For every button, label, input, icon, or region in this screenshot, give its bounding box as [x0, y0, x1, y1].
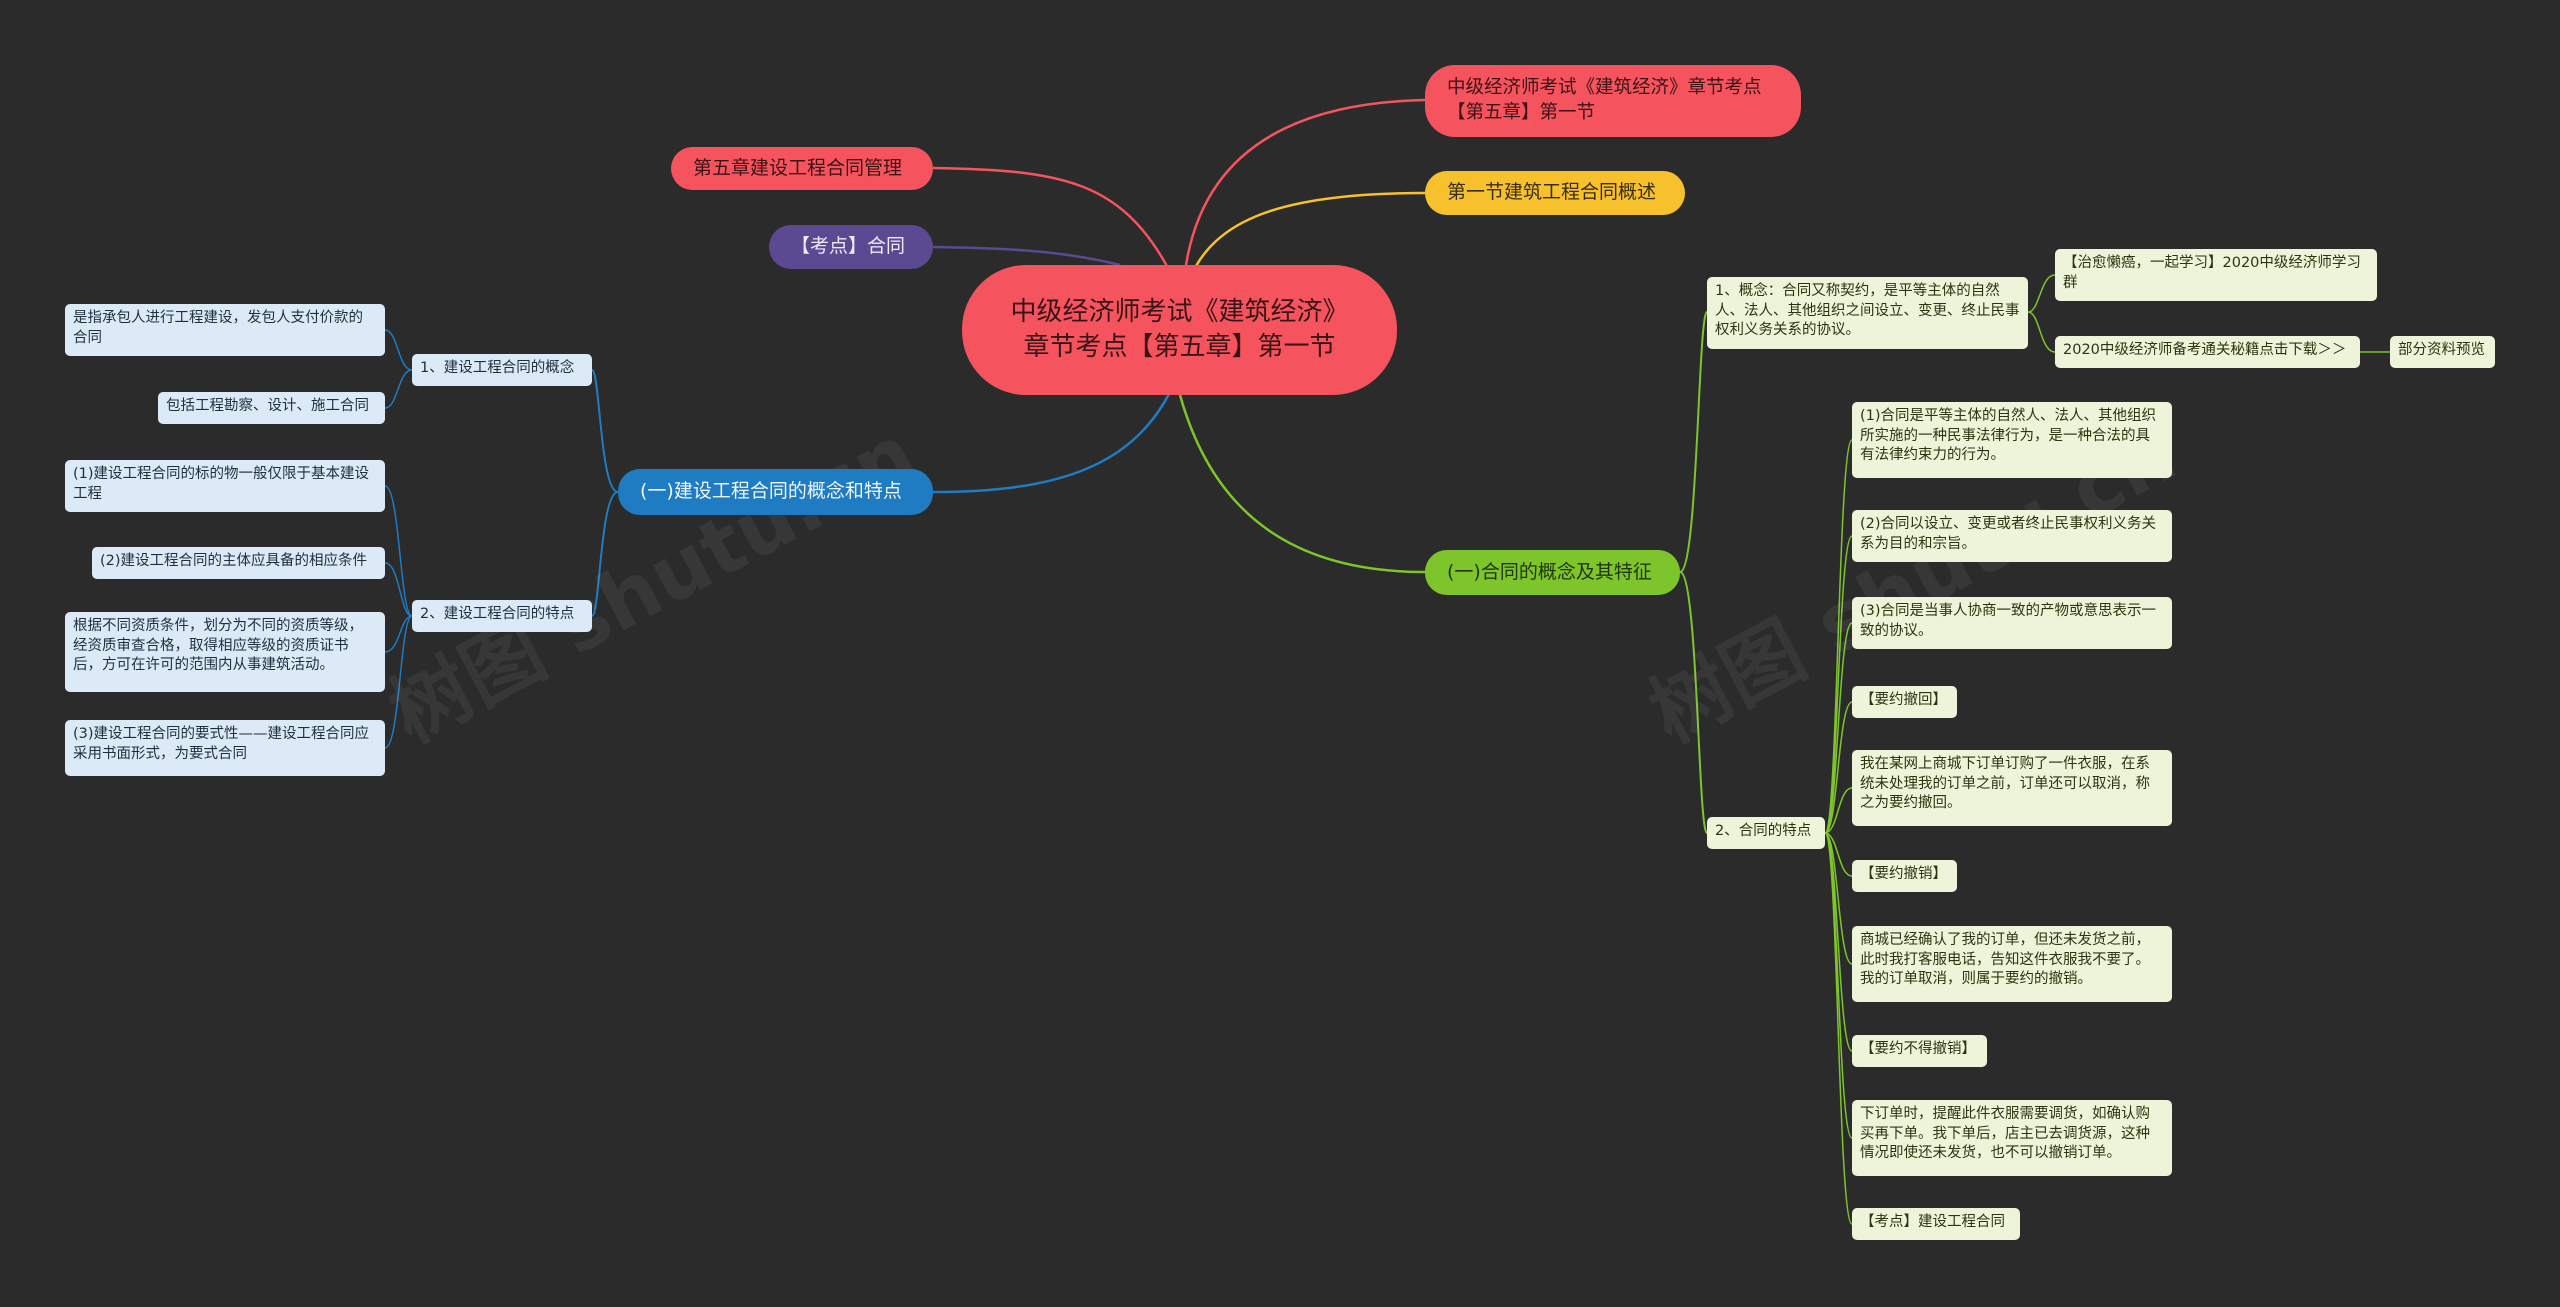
left-branch-node[interactable]: (一)建设工程合同的概念和特点 — [618, 469, 933, 515]
left-features-label: 2、建设工程合同的特点 — [420, 606, 575, 622]
left-features-node[interactable]: 2、建设工程合同的特点 — [412, 600, 592, 632]
left-concept-item-2[interactable]: 包括工程勘察、设计、施工合同 — [158, 392, 385, 424]
left-branch-label: (一)建设工程合同的概念和特点 — [640, 480, 902, 503]
left-feature-item-3-text: 根据不同资质条件，划分为不同的资质等级，经资质审查合格，取得相应等级的资质证书后… — [73, 618, 363, 674]
right-feature-item-8-text: 【要约不得撤销】 — [1860, 1041, 1976, 1057]
root-node-label: 中级经济师考试《建筑经济》章节考点【第五章】第一节 — [1010, 296, 1349, 362]
preview-node-text: 部分资料预览 — [2398, 342, 2485, 358]
link-root-right — [1178, 394, 1426, 574]
left-feature-item-2[interactable]: (2)建设工程合同的主体应具备的相应条件 — [92, 547, 385, 579]
link-features-items-right — [1824, 439, 1853, 1225]
right-branch-node[interactable]: (一)合同的概念及其特征 — [1425, 550, 1680, 595]
link-features-items — [384, 485, 413, 749]
right-feature-item-7-text: 商城已经确认了我的订单，但还未发货之前，此时我打客服电话，告知这件衣服我不要了。… — [1860, 932, 2150, 988]
left-feature-item-4[interactable]: (3)建设工程合同的要式性——建设工程合同应采用书面形式，为要式合同 — [65, 720, 385, 776]
left-feature-item-2-text: (2)建设工程合同的主体应具备的相应条件 — [100, 553, 368, 569]
kaodian-node-label: 【考点】合同 — [791, 235, 906, 258]
right-feature-item-3[interactable]: (3)合同是当事人协商一致的产物或意思表示一致的协议。 — [1852, 597, 2172, 649]
right-concept-node[interactable]: 1、概念：合同又称契约，是平等主体的自然人、法人、其他组织之间设立、变更、终止民… — [1707, 277, 2028, 349]
left-concept-item-1-text: 是指承包人进行工程建设，发包人支付价款的合同 — [73, 310, 363, 346]
title-node-label: 中级经济师考试《建筑经济》章节考点【第五章】第一节 — [1447, 77, 1762, 123]
chapter-node[interactable]: 第五章建设工程合同管理 — [671, 147, 933, 190]
left-concept-item-1[interactable]: 是指承包人进行工程建设，发包人支付价款的合同 — [65, 304, 385, 356]
right-features-label: 2、合同的特点 — [1715, 823, 1812, 839]
right-feature-item-5[interactable]: 我在某网上商城下订单订购了一件衣服，在系统未处理我的订单之前，订单还可以取消，称… — [1852, 750, 2172, 826]
section-node-label: 第一节建筑工程合同概述 — [1447, 181, 1657, 204]
right-feature-item-2-text: (2)合同以设立、变更或者终止民事权利义务关系为目的和宗旨。 — [1860, 516, 2157, 552]
right-feature-item-6-text: 【要约撤销】 — [1860, 866, 1947, 882]
right-feature-item-1-text: (1)合同是平等主体的自然人、法人、其他组织所实施的一种民事法律行为，是一种合法… — [1860, 408, 2157, 464]
title-node[interactable]: 中级经济师考试《建筑经济》章节考点【第五章】第一节 — [1425, 65, 1801, 137]
preview-node[interactable]: 部分资料预览 — [2390, 336, 2495, 368]
right-feature-item-6[interactable]: 【要约撤销】 — [1852, 860, 1957, 892]
right-branch-label: (一)合同的概念及其特征 — [1447, 560, 1652, 583]
right-feature-item-7[interactable]: 商城已经确认了我的订单，但还未发货之前，此时我打客服电话，告知这件衣服我不要了。… — [1852, 926, 2172, 1002]
right-feature-item-5-text: 我在某网上商城下订单订购了一件衣服，在系统未处理我的订单之前，订单还可以取消，称… — [1860, 756, 2150, 812]
left-feature-item-3[interactable]: 根据不同资质条件，划分为不同的资质等级，经资质审查合格，取得相应等级的资质证书后… — [65, 612, 385, 692]
study-group-link[interactable]: 【治愈懒癌，一起学习】2020中级经济师学习群 — [2055, 249, 2377, 301]
right-feature-item-9[interactable]: 下订单时，提醒此件衣服需要调货，如确认购买再下单。我下单后，店主已去调货源，这种… — [1852, 1100, 2172, 1176]
link-concept-links — [2027, 274, 2056, 353]
link-root-left — [932, 391, 1172, 494]
left-concept-item-2-text: 包括工程勘察、设计、施工合同 — [166, 398, 369, 414]
right-feature-item-2[interactable]: (2)合同以设立、变更或者终止民事权利义务关系为目的和宗旨。 — [1852, 510, 2172, 562]
link-concept-items — [384, 329, 413, 409]
right-feature-item-4[interactable]: 【要约撤回】 — [1852, 686, 1957, 718]
right-feature-item-10[interactable]: 【考点】建设工程合同 — [1852, 1208, 2020, 1240]
right-features-node[interactable]: 2、合同的特点 — [1707, 817, 1825, 849]
link-root-section — [1188, 191, 1426, 279]
right-feature-item-10-text: 【考点】建设工程合同 — [1860, 1214, 2005, 1230]
link-right-concept — [1679, 311, 1708, 573]
download-link-text: 2020中级经济师备考通关秘籍点击下载＞＞ — [2063, 342, 2347, 358]
download-link[interactable]: 2020中级经济师备考通关秘籍点击下载＞＞ — [2055, 336, 2360, 368]
kaodian-node[interactable]: 【考点】合同 — [769, 225, 933, 269]
link-left-concept — [591, 369, 619, 493]
right-feature-item-1[interactable]: (1)合同是平等主体的自然人、法人、其他组织所实施的一种民事法律行为，是一种合法… — [1852, 402, 2172, 478]
link-right-features — [1679, 571, 1708, 834]
left-concept-label: 1、建设工程合同的概念 — [420, 360, 575, 376]
root-node[interactable]: 中级经济师考试《建筑经济》章节考点【第五章】第一节 — [962, 265, 1397, 395]
right-feature-item-8[interactable]: 【要约不得撤销】 — [1852, 1035, 1987, 1067]
link-root-chapter — [932, 166, 1170, 269]
left-concept-node[interactable]: 1、建设工程合同的概念 — [412, 354, 592, 386]
link-left-features — [591, 491, 619, 617]
left-feature-item-1-text: (1)建设工程合同的标的物一般仅限于基本建设工程 — [73, 466, 370, 502]
section-node[interactable]: 第一节建筑工程合同概述 — [1425, 171, 1685, 215]
chapter-node-label: 第五章建设工程合同管理 — [693, 156, 903, 179]
link-root-title — [1183, 98, 1426, 273]
right-feature-item-3-text: (3)合同是当事人协商一致的产物或意思表示一致的协议。 — [1860, 603, 2157, 639]
right-feature-item-4-text: 【要约撤回】 — [1860, 692, 1947, 708]
link-root-kaodian — [932, 245, 1121, 267]
left-feature-item-1[interactable]: (1)建设工程合同的标的物一般仅限于基本建设工程 — [65, 460, 385, 512]
left-feature-item-4-text: (3)建设工程合同的要式性——建设工程合同应采用书面形式，为要式合同 — [73, 726, 370, 762]
right-feature-item-9-text: 下订单时，提醒此件衣服需要调货，如确认购买再下单。我下单后，店主已去调货源，这种… — [1860, 1106, 2150, 1162]
study-group-link-text: 【治愈懒癌，一起学习】2020中级经济师学习群 — [2063, 255, 2361, 291]
right-concept-label: 1、概念：合同又称契约，是平等主体的自然人、法人、其他组织之间设立、变更、终止民… — [1715, 283, 2020, 339]
